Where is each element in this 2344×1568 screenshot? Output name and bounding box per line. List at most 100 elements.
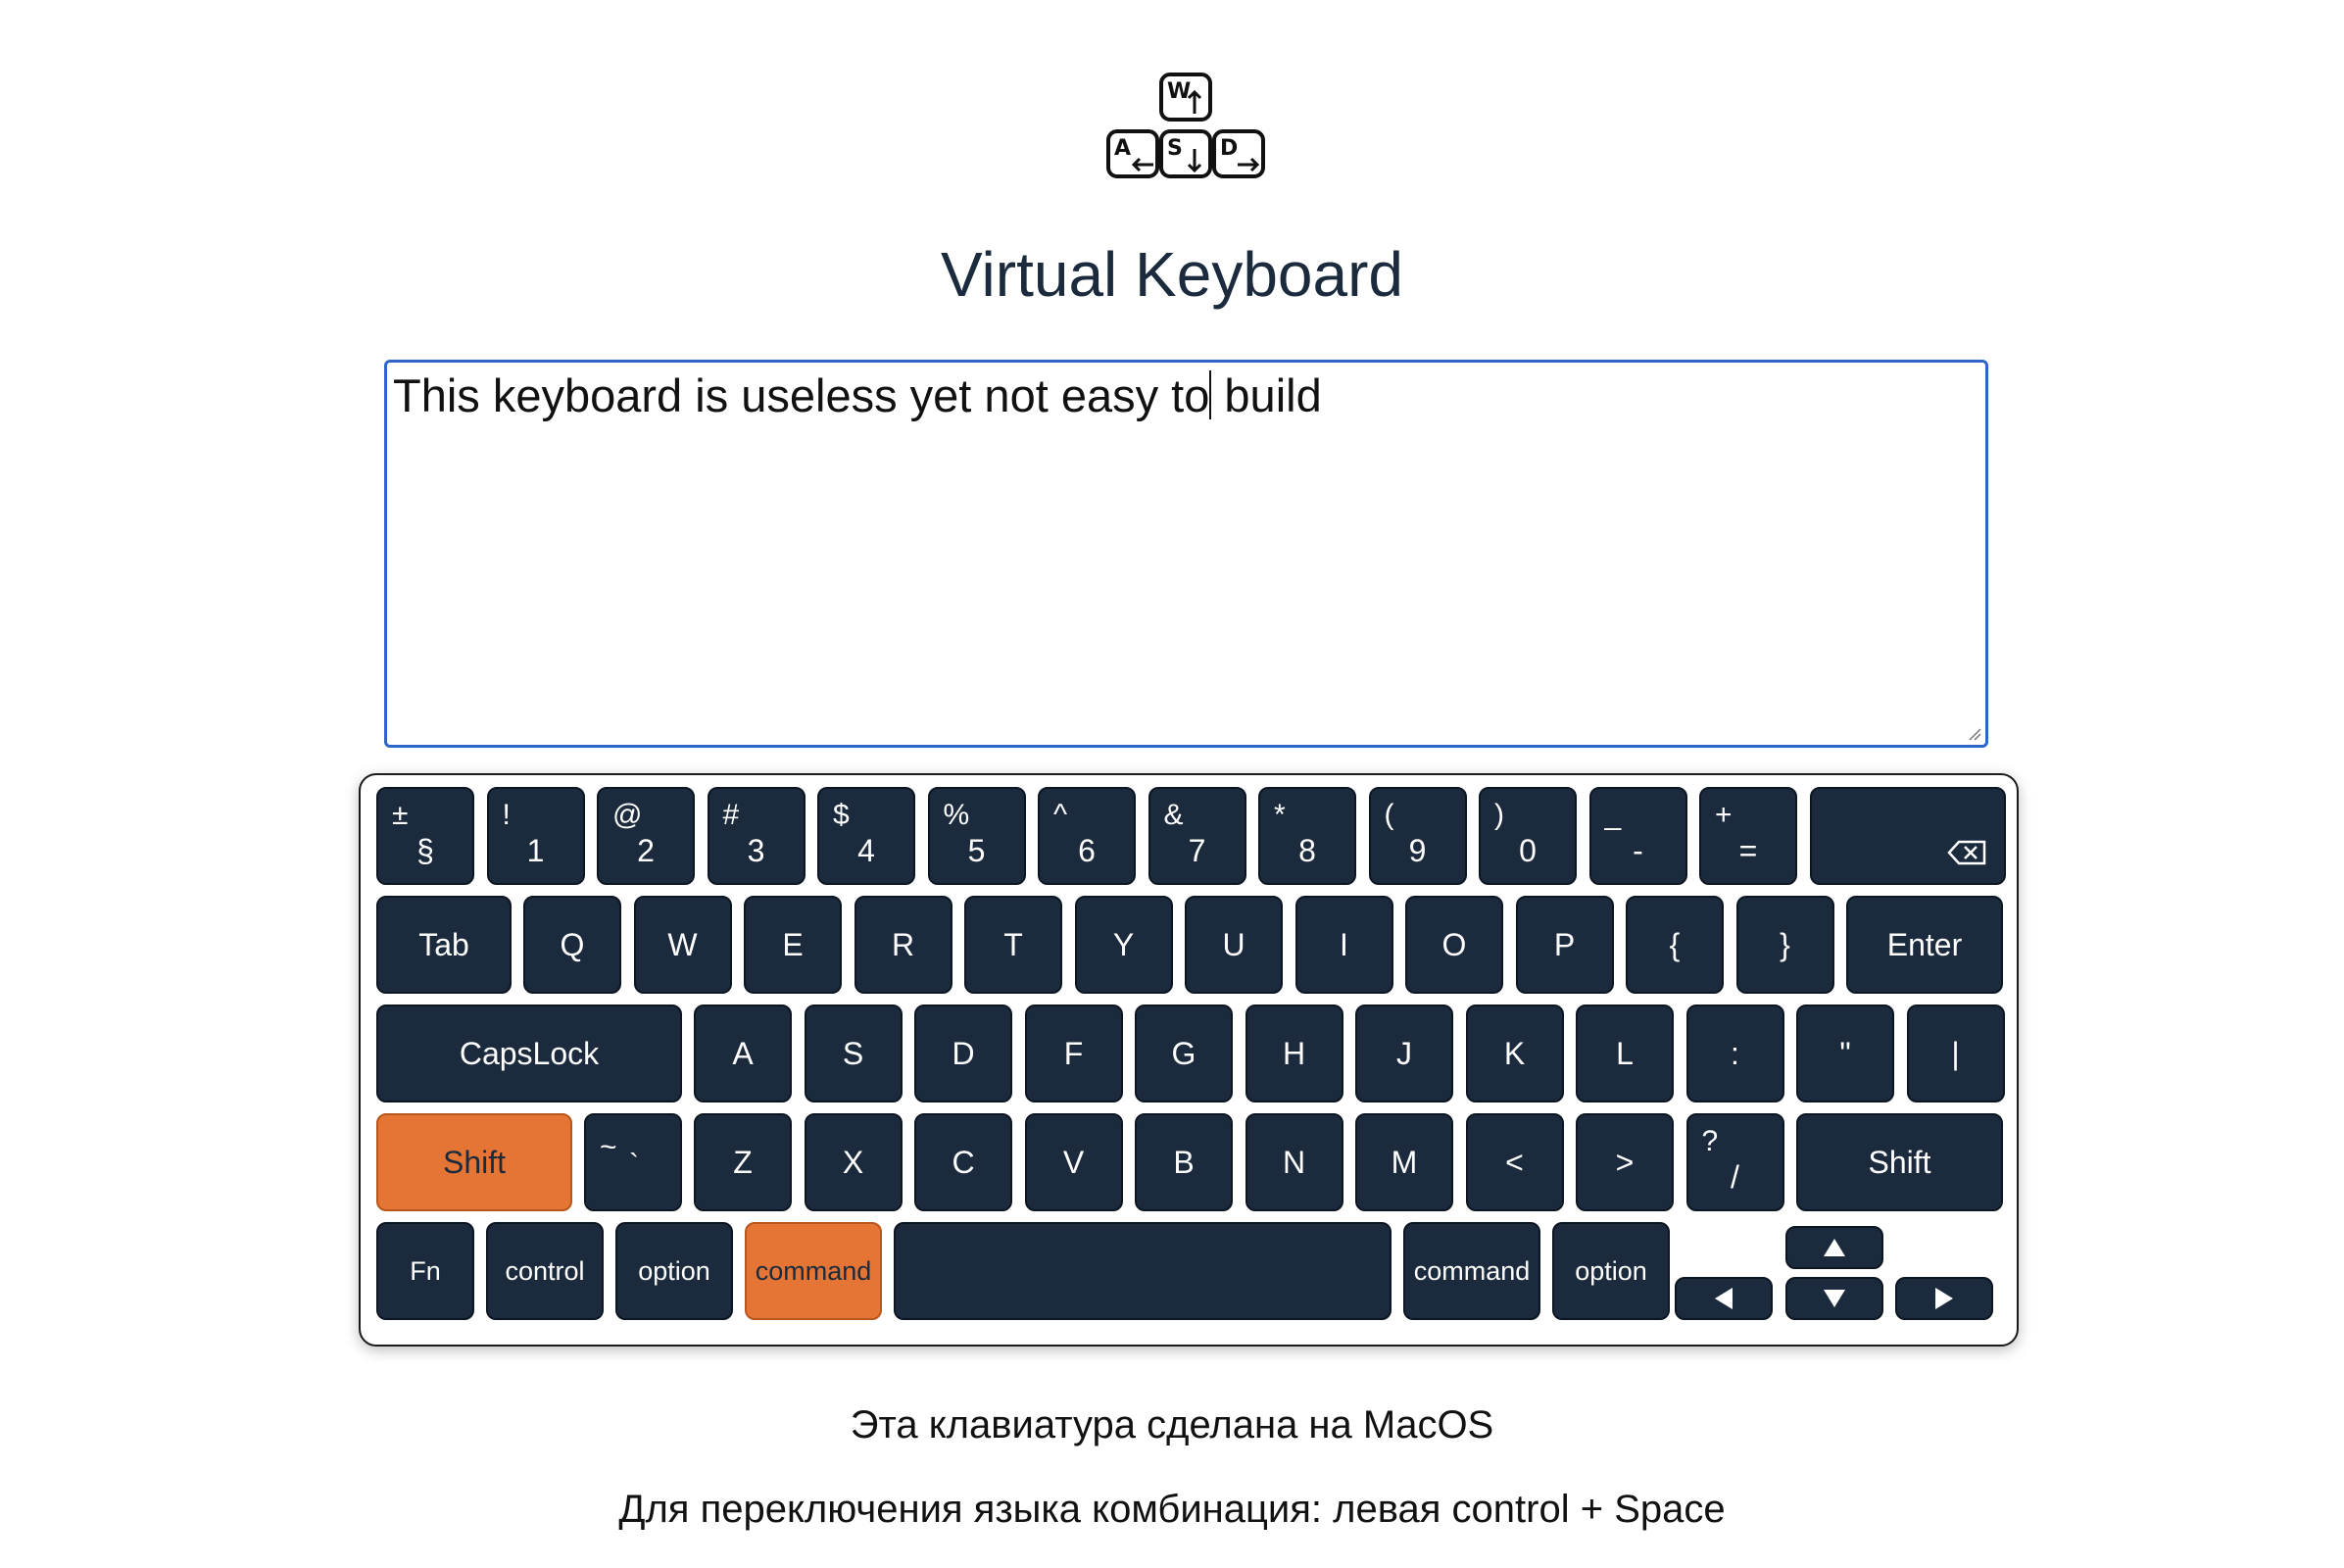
text-input-area[interactable]: This keyboard is useless yet not easy to… (384, 360, 1988, 748)
key-shift-symbol: % (943, 799, 970, 831)
key-row4-1-label: X (842, 1144, 864, 1180)
key-digit-6[interactable]: ^6 (1038, 787, 1136, 885)
tab-key[interactable]: Tab (376, 896, 512, 994)
key-digit-2[interactable]: @2 (597, 787, 695, 885)
key-row3-10[interactable]: " (1796, 1004, 1894, 1102)
key-row4-4[interactable]: B (1135, 1113, 1233, 1211)
key-i[interactable]: I (1294, 896, 1393, 994)
key-main-symbol: ` (629, 1149, 639, 1181)
key-u[interactable]: U (1185, 896, 1283, 994)
page-title: Virtual Keyboard (941, 239, 1403, 310)
key-section[interactable]: ±§ (376, 787, 474, 885)
backspace-key[interactable] (1809, 787, 2006, 885)
arrow-up-icon (1824, 1239, 1845, 1256)
fn-key[interactable]: Fn (376, 1222, 474, 1320)
key-e[interactable]: E (744, 896, 842, 994)
key-row3-4[interactable]: G (1135, 1004, 1233, 1102)
key-row3-6[interactable]: J (1355, 1004, 1453, 1102)
logo-key-s: S (1167, 136, 1183, 161)
fn-key-label: Fn (410, 1255, 441, 1286)
key-main-symbol: = (1738, 833, 1758, 868)
shift-right-key[interactable]: Shift (1796, 1113, 2003, 1211)
key-row4-6[interactable]: M (1355, 1113, 1453, 1211)
key-main-symbol: 4 (857, 833, 875, 868)
key-e-label: E (782, 926, 804, 962)
option-right-key[interactable]: option (1552, 1222, 1670, 1320)
key-digit-3[interactable]: #3 (707, 787, 806, 885)
key-digit-1[interactable]: !1 (486, 787, 585, 885)
key-row4-2[interactable]: C (914, 1113, 1012, 1211)
key-row3-7-label: K (1503, 1035, 1526, 1071)
key-row3-11[interactable]: | (1906, 1004, 2005, 1102)
key-row4-5[interactable]: N (1245, 1113, 1343, 1211)
control-key[interactable]: control (486, 1222, 604, 1320)
space-key[interactable] (894, 1222, 1392, 1320)
slash-key[interactable]: ?/ (1685, 1113, 1784, 1211)
key-row3-2[interactable]: D (914, 1004, 1012, 1102)
key-main-symbol: / (1731, 1159, 1739, 1195)
key-minus[interactable]: _- (1588, 787, 1687, 885)
shift-left-key[interactable]: Shift (376, 1113, 572, 1211)
key-row3-9[interactable]: : (1685, 1004, 1784, 1102)
enter-key[interactable]: Enter (1846, 896, 2003, 994)
key-row3-3[interactable]: F (1024, 1004, 1123, 1102)
key-equals[interactable]: += (1699, 787, 1797, 885)
key-main-symbol: 8 (1298, 833, 1316, 868)
arrow-left-key[interactable] (1675, 1277, 1773, 1320)
key-digit-5[interactable]: %5 (927, 787, 1026, 885)
key-row3-1-label: S (842, 1035, 864, 1071)
arrow-down-key[interactable] (1785, 1277, 1883, 1320)
key-main-symbol: 6 (1078, 833, 1096, 868)
key-row3-0[interactable]: A (694, 1004, 792, 1102)
command-right-key[interactable]: command (1403, 1222, 1540, 1320)
key-row4-1[interactable]: X (804, 1113, 903, 1211)
key-row3-5-label: H (1282, 1035, 1306, 1071)
key-t[interactable]: T (964, 896, 1062, 994)
key-digit-8[interactable]: *8 (1258, 787, 1356, 885)
command-left-key[interactable]: command (745, 1222, 882, 1320)
key-bracket[interactable]: { (1626, 896, 1724, 994)
key-main-symbol: 7 (1188, 833, 1206, 868)
key-shift-symbol: ? (1701, 1125, 1719, 1157)
key-shift-symbol: ) (1494, 799, 1504, 831)
capslock-key[interactable]: CapsLock (376, 1004, 682, 1102)
arrow-up-key[interactable] (1785, 1226, 1883, 1269)
key-row3-8[interactable]: L (1576, 1004, 1674, 1102)
key-row4-7-label: < (1505, 1144, 1524, 1180)
key-main-symbol: 9 (1408, 833, 1427, 868)
key-row3-1[interactable]: S (804, 1004, 903, 1102)
key-row3-10-label: " (1839, 1035, 1851, 1071)
key-digit-9[interactable]: (9 (1368, 787, 1467, 885)
key-row4-7[interactable]: < (1465, 1113, 1564, 1211)
key-row4-8[interactable]: > (1576, 1113, 1674, 1211)
key-digit-7[interactable]: &7 (1148, 787, 1246, 885)
backspace-icon (1946, 840, 1985, 865)
key-digit-4[interactable]: $4 (817, 787, 915, 885)
tilde-key[interactable]: ~` (584, 1113, 682, 1211)
key-w-label: W (667, 926, 698, 962)
option-left-key[interactable]: option (615, 1222, 733, 1320)
key-p[interactable]: P (1515, 896, 1614, 994)
key-q[interactable]: Q (523, 896, 621, 994)
key-bracket[interactable]: } (1735, 896, 1834, 994)
tab-key-label: Tab (418, 926, 469, 962)
key-digit-0[interactable]: )0 (1479, 787, 1577, 885)
key-shift-symbol: ± (392, 799, 409, 831)
key-row3-5[interactable]: H (1245, 1004, 1343, 1102)
key-row4-0[interactable]: Z (694, 1113, 792, 1211)
key-row4-3[interactable]: V (1024, 1113, 1123, 1211)
key-shift-symbol: # (722, 799, 740, 831)
key-row3-9-label: : (1731, 1035, 1739, 1071)
key-bracket-label: { (1669, 926, 1681, 962)
key-row3-7[interactable]: K (1465, 1004, 1564, 1102)
command-right-key-label: command (1413, 1255, 1531, 1286)
resize-grip-icon[interactable] (1968, 727, 1981, 741)
key-r[interactable]: R (854, 896, 952, 994)
key-w[interactable]: W (633, 896, 732, 994)
key-y[interactable]: Y (1074, 896, 1173, 994)
key-row3-3-label: F (1063, 1035, 1084, 1071)
arrow-right-key[interactable] (1895, 1277, 1993, 1320)
arrow-down-icon (1824, 1290, 1845, 1307)
key-o[interactable]: O (1405, 896, 1503, 994)
key-bracket-label: } (1780, 926, 1790, 962)
